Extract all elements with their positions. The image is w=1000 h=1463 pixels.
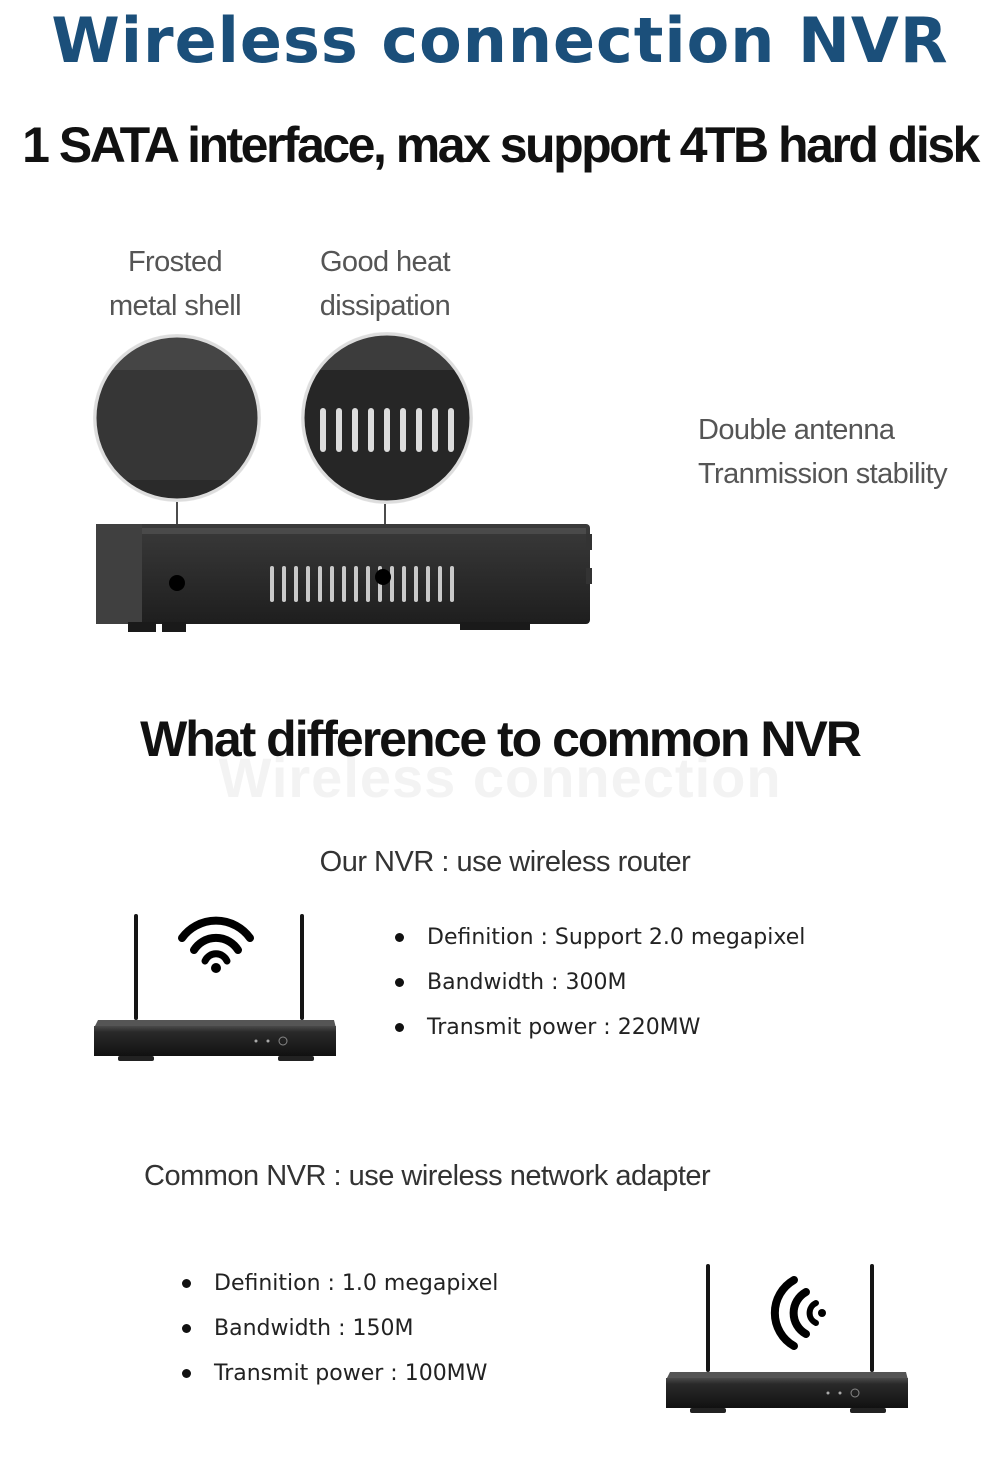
heat-feature-label: Good heat dissipation (310, 240, 460, 328)
comparison-title: What difference to common NVR (140, 711, 862, 767)
antenna-label-line2: Tranmission stability (698, 458, 948, 490)
spec-transmit-power: Transmit power : 100MW (214, 1361, 488, 1386)
heat-label-line1: Good heat (319, 246, 451, 278)
spec-definition: Definition : 1.0 megapixel (214, 1271, 499, 1296)
wifi-icon (178, 916, 254, 973)
our-nvr-device-illustration (94, 914, 336, 1061)
shell-label-line1: Frosted (127, 246, 223, 278)
watermark-text: Wireless connection (218, 746, 782, 809)
common-nvr-spec-list: Definition : 1.0 megapixel Bandwidth : 1… (182, 1271, 642, 1406)
heat-zoom-circle (301, 332, 473, 504)
page-title: Wireless connection NVR (51, 4, 949, 77)
our-nvr-heading: Our NVR : use wireless router (319, 846, 691, 878)
list-item: Transmit power : 220MW (395, 1015, 955, 1060)
wifi-side-icon (770, 1276, 826, 1350)
list-item: Definition : 1.0 megapixel (182, 1271, 642, 1316)
nvr-side-body (96, 524, 592, 632)
spec-definition: Definition : Support 2.0 megapixel (427, 925, 806, 950)
list-item: Transmit power : 100MW (182, 1361, 642, 1406)
antenna-label-line1: Double antenna (698, 414, 895, 446)
spec-bandwidth: Bandwidth : 300M (427, 970, 627, 995)
common-nvr-heading: Common NVR : use wireless network adapte… (144, 1160, 711, 1192)
list-item: Definition : Support 2.0 megapixel (395, 925, 955, 970)
common-nvr-device-illustration (666, 1264, 908, 1413)
shell-feature-label: Frosted metal shell (100, 240, 250, 328)
list-item: Bandwidth : 300M (395, 970, 955, 1015)
our-nvr-spec-list: Definition : Support 2.0 megapixel Bandw… (395, 925, 955, 1060)
spec-bandwidth: Bandwidth : 150M (214, 1316, 414, 1341)
heat-label-line2: dissipation (319, 290, 451, 322)
shell-label-line2: metal shell (108, 290, 242, 322)
shell-zoom-circle (93, 334, 261, 502)
nvr-side-view-illustration (93, 332, 592, 632)
antenna-feature-label: Double antenna Tranmission stability (698, 408, 978, 496)
list-item: Bandwidth : 150M (182, 1316, 642, 1361)
page-subtitle: 1 SATA interface, max support 4TB hard d… (22, 117, 980, 173)
spec-transmit-power: Transmit power : 220MW (427, 1015, 701, 1040)
